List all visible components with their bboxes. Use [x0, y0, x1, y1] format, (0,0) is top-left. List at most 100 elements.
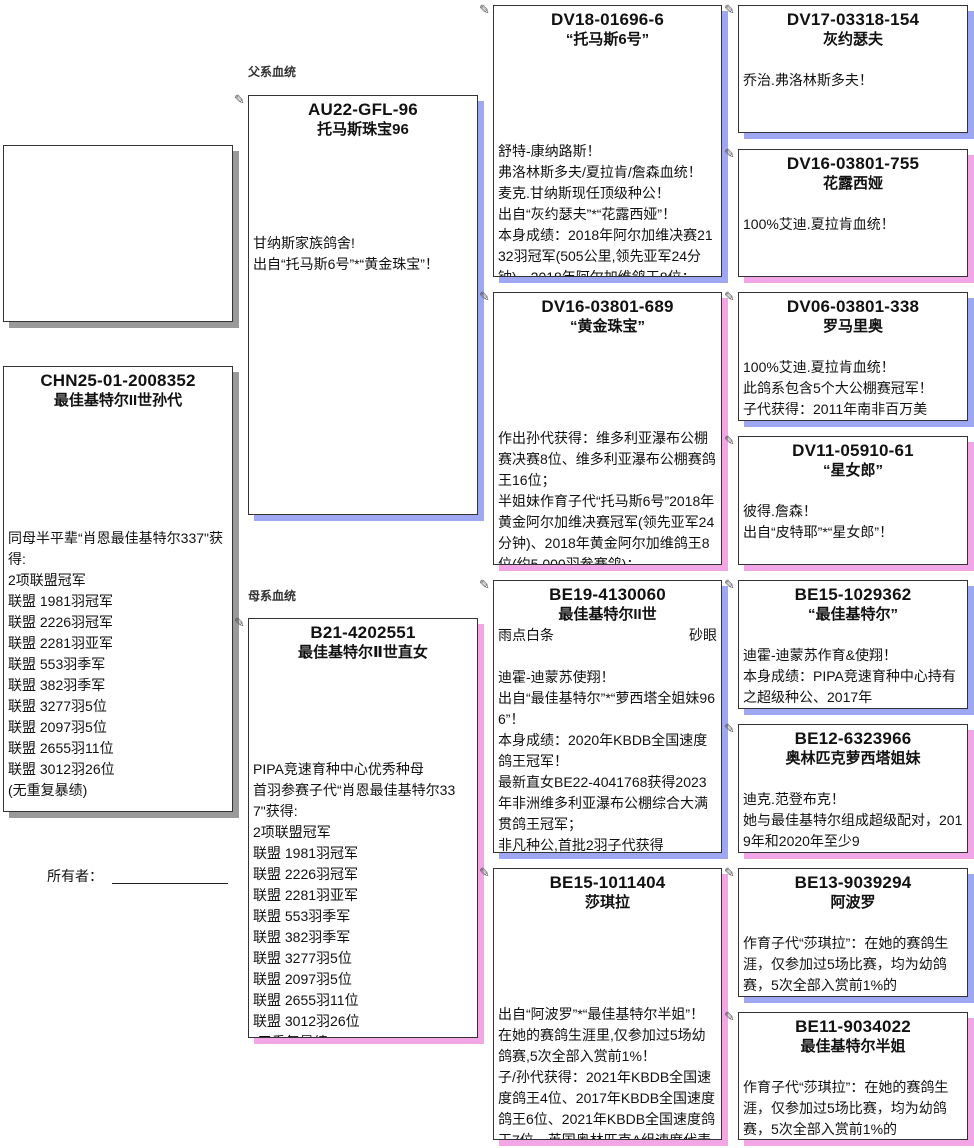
note-line: 2项联盟冠军: [253, 824, 331, 840]
note-line: 联盟 3277羽5位: [8, 698, 107, 714]
dam-line-label: 母系血统: [248, 589, 297, 603]
pen-icon[interactable]: ✎: [724, 721, 735, 736]
note-line: 联盟 1981羽冠军: [253, 845, 359, 861]
pen-icon[interactable]: ✎: [234, 92, 245, 107]
pedigree-box-ds[interactable]: BE19-4130060 最佳基特尔II世雨点白条砂眼迪霍-迪蒙苏使翔！出自“最佳…: [493, 580, 722, 853]
ring-number: BE11-9034022: [795, 1017, 911, 1036]
pedigree-box-ssd[interactable]: DV16-03801-755 花露西娅 100%艾迪.夏拉肯血统！: [738, 149, 968, 277]
pen-icon[interactable]: ✎: [479, 2, 490, 17]
note-line: 作出孙代获得：维多利亚瀑布公棚赛决赛8位、维多利亚瀑布公棚赛鸽王16位；: [498, 430, 716, 488]
pigeon-name: 最佳基特尔II世: [558, 606, 657, 623]
pigeon-name: “托马斯6号”: [565, 31, 650, 48]
note-line: 迪克.范登布克！: [743, 791, 845, 807]
pen-icon[interactable]: ✎: [724, 289, 735, 304]
ring-number: CHN25-01-2008352: [40, 371, 196, 390]
ring-number: DV11-05910-61: [792, 441, 914, 460]
pigeon-name: 阿波罗: [830, 894, 876, 911]
pigeon-notes: 作育子代“莎琪拉”：在她的赛鸽生涯，仅参加过5场比赛，均为幼鸽赛，5次全部入赏前…: [739, 933, 967, 996]
ring-number: B21-4202551: [310, 623, 416, 642]
pigeon-notes: 彼得.詹森！出自“皮特耶”*“星女郎”！: [739, 501, 967, 543]
pedigree-box-ss[interactable]: DV18-01696-6“托马斯6号”舒特-康纳路斯！弗洛林斯多夫/夏拉肯/詹森…: [493, 5, 722, 277]
note-line: 联盟 1981羽冠军: [8, 593, 114, 609]
note-line: 联盟 2281羽亚军: [8, 635, 114, 651]
pigeon-notes: 出自“阿波罗”*“最佳基特尔半姐”！在她的赛鸽生涯里,仅参加过5场幼鸽赛,5次全…: [494, 1004, 721, 1140]
ring-number: BE19-4130060: [549, 585, 666, 604]
pedigree-box-sss[interactable]: DV17-03318-154 灰约瑟夫乔治.弗洛林斯多夫！: [738, 5, 968, 133]
pen-icon[interactable]: ✎: [724, 433, 735, 448]
note-line: 子/孙代获得：2021年KBDB全国速度鸽王4位、2017年KBDB全国速度鸽王…: [498, 1069, 716, 1140]
pen-icon[interactable]: ✎: [724, 865, 735, 880]
note-line: 弗洛林斯多夫/夏拉肯/詹森血统！: [498, 164, 702, 180]
ring-number: DV16-03801-755: [786, 154, 920, 173]
pen-icon[interactable]: ✎: [479, 865, 490, 880]
note-line: 子代获得：2011年南非百万美: [743, 401, 928, 417]
note-line: 同母半平辈“肖恩最佳基特尔337"获得:: [8, 530, 223, 567]
pigeon-markings: 雨点白条砂眼: [494, 625, 721, 646]
note-line: 联盟 553羽季军: [253, 908, 351, 924]
note-line: 麦克.甘纳斯现任顶级种公！: [498, 185, 670, 201]
note-line: 联盟 2655羽11位: [253, 992, 359, 1008]
pen-icon[interactable]: ✎: [724, 577, 735, 592]
note-line: 联盟 2097羽5位: [8, 719, 107, 735]
pigeon-notes: 100%艾迪.夏拉肯血统！ 此鸽系包含5个大公棚赛冠军！ 子代获得：2011年南非百…: [739, 357, 967, 420]
pigeon-notes: 迪霍-迪蒙苏使翔！出自“最佳基特尔”*“萝西塔全姐妹966”！本身成绩：2020…: [494, 667, 721, 852]
pigeon-name: 罗马里奥: [822, 318, 883, 335]
ring-number: DV18-01696-6: [551, 10, 664, 29]
pedigree-box-dsd[interactable]: BE12-6323966 奥林匹克萝西塔姐妹迪克.范登布克！她与最佳基特尔组成超级…: [738, 724, 968, 853]
pen-icon[interactable]: ✎: [479, 577, 490, 592]
pedigree-box-sd[interactable]: DV16-03801-689“黄金珠宝”作出孙代获得：维多利亚瀑布公棚赛决赛8位…: [493, 292, 722, 565]
note-line: 首羽参赛子代“肖恩最佳基特尔337"获得:: [253, 782, 456, 819]
note-line: 出自“最佳基特尔”*“萝西塔全姐妹966”！: [498, 690, 716, 727]
pen-icon[interactable]: ✎: [479, 289, 490, 304]
note-line: 联盟 382羽季军: [253, 929, 351, 945]
pigeon-notes: 舒特-康纳路斯！弗洛林斯多夫/夏拉肯/詹森血统！麦克.甘纳斯现任顶级种公！出自“…: [494, 141, 721, 277]
note-line: 联盟 2226羽冠军: [253, 866, 359, 882]
pigeon-name: 花露西娅: [822, 175, 883, 192]
pigeon-name: 灰约瑟夫: [822, 31, 883, 48]
pen-icon[interactable]: ✎: [724, 146, 735, 161]
pigeon-notes: 同母半平辈“肖恩最佳基特尔337"获得: 2项联盟冠军联盟 1981羽冠军联盟 2…: [4, 528, 232, 801]
color-marking: 雨点白条: [498, 627, 554, 643]
pen-icon[interactable]: ✎: [234, 615, 245, 630]
pigeon-notes: 100%艾迪.夏拉肯血统！: [739, 214, 967, 235]
pedigree-box-sdd[interactable]: DV11-05910-61 “星女郎” 彼得.詹森！出自“皮特耶”*“星女郎”！: [738, 436, 968, 565]
pedigree-box-dss[interactable]: BE15-1029362“最佳基特尔”迪霍-迪蒙苏作育&使翔！本身成绩：PIPA…: [738, 580, 968, 709]
photo-frame[interactable]: [3, 145, 233, 322]
pigeon-name: 奥林匹克萝西塔姐妹: [785, 750, 921, 767]
note-line: 100%艾迪.夏拉肯血统！: [743, 359, 895, 375]
ring-number: DV17-03318-154: [786, 10, 920, 29]
note-line: (无重复暴绩): [253, 1032, 473, 1037]
note-line: 出自“皮特耶”*“星女郎”！: [743, 524, 894, 540]
note-line: 出自“托马斯6号”*“黄金珠宝”！: [253, 256, 439, 272]
note-line: 乔治.弗洛林斯多夫！: [743, 72, 873, 88]
note-line: 本身成绩：PIPA竞速育种中心持有之超级种公、2017年: [743, 668, 956, 705]
note-line: 最新直女BE22-4041768获得2023年非洲维多利亚瀑布公棚综合大满贯鸽王…: [498, 774, 708, 832]
ring-number: BE15-1011404: [549, 873, 666, 892]
pigeon-name: 最佳基特尔半姐: [800, 1038, 906, 1055]
note-line: 联盟 382羽季军: [8, 677, 106, 693]
pen-icon[interactable]: ✎: [724, 1009, 735, 1024]
note-line: 2项联盟冠军: [8, 572, 86, 588]
owner-signature-line[interactable]: [112, 883, 228, 884]
note-line: 100%艾迪.夏拉肯血统！: [743, 216, 895, 232]
pigeon-notes: 作出孙代获得：维多利亚瀑布公棚赛决赛8位、维多利亚瀑布公棚赛鸽王16位；半姐妹作…: [494, 428, 721, 564]
owner-label: 所有者：: [47, 868, 103, 884]
note-line: 此鸽系包含5个大公棚赛冠军！: [743, 380, 933, 396]
note-line: 联盟 3012羽26位: [8, 761, 115, 777]
pedigree-box-ddd[interactable]: BE11-9034022 最佳基特尔半姐作育子代“莎琪拉”：在她的赛鸽生涯，仅参加…: [738, 1012, 968, 1140]
note-line: 作育子代“莎琪拉”：在她的赛鸽生涯，仅参加过5场比赛，均为幼鸽赛，5次全部入赏前…: [743, 935, 949, 993]
pen-icon[interactable]: ✎: [724, 2, 735, 17]
pigeon-name: “星女郎”: [822, 462, 883, 479]
note-line: 出自“阿波罗”*“最佳基特尔半姐”！: [498, 1006, 705, 1022]
pigeon-notes: 迪克.范登布克！她与最佳基特尔组成超级配对，2019年和2020年至少9: [739, 789, 967, 852]
pigeon-notes: 迪霍-迪蒙苏作育&使翔！本身成绩：PIPA竞速育种中心持有之超级种公、2017年: [739, 645, 967, 708]
ring-number: BE12-6323966: [794, 729, 912, 748]
note-line: 作育子代“莎琪拉”：在她的赛鸽生涯，仅参加过5场比赛，均为幼鸽赛，5次全部入赏前…: [743, 1079, 949, 1137]
note-line: 本身成绩：2018年阿尔加维决赛2132羽冠军(505公里,领先亚军24分钟)、…: [498, 227, 713, 277]
